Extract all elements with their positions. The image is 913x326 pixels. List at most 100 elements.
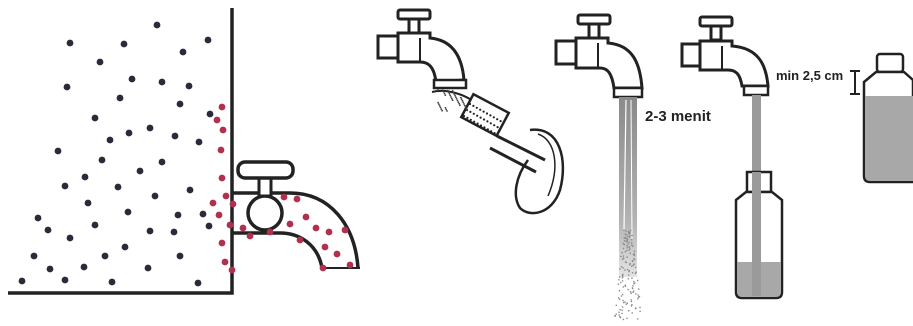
red-particle: [229, 267, 236, 274]
bristle-dot: [469, 111, 471, 113]
mist-dot: [633, 263, 635, 265]
red-particle: [218, 147, 225, 154]
bristle-dot: [479, 109, 481, 111]
mist-dot: [623, 257, 625, 259]
red-particle: [220, 127, 227, 134]
red-particle: [326, 229, 333, 236]
tap-stem: [409, 19, 419, 33]
mist-dot: [625, 284, 627, 286]
red-particle: [303, 214, 310, 221]
bristle-dot: [483, 111, 485, 113]
dark-particle: [115, 184, 122, 191]
mist-dot: [626, 250, 628, 252]
mist-dot: [628, 271, 630, 273]
mist-dot: [620, 256, 622, 258]
mist-dot: [618, 283, 620, 285]
mist-dot: [633, 253, 635, 255]
dark-particle: [159, 79, 166, 86]
tap-body-icon: [682, 41, 768, 86]
mist-dot: [638, 288, 640, 290]
mist-dot: [637, 294, 639, 296]
mist-dot: [625, 261, 627, 263]
spray-dot: [454, 95, 456, 97]
mist-dot: [622, 306, 624, 308]
dark-particle: [122, 244, 129, 251]
mist-dot: [634, 255, 636, 257]
red-particle: [342, 227, 349, 234]
dark-particle: [67, 235, 74, 242]
spray-dot: [446, 110, 448, 112]
dark-particle: [19, 278, 26, 285]
spray-dot: [449, 93, 451, 95]
dark-particle: [31, 253, 38, 260]
mist-dot: [631, 239, 633, 241]
brush-panel: [378, 10, 563, 213]
mist-dot: [631, 235, 633, 237]
mist-dot: [637, 280, 639, 282]
spray-dot: [459, 104, 461, 106]
red-particle: [267, 229, 274, 236]
mist-dot: [628, 274, 630, 276]
dark-particle: [35, 215, 42, 222]
dark-particle: [85, 200, 92, 207]
spray-dot: [466, 110, 468, 112]
spray-dot: [464, 105, 466, 107]
mist-dot: [635, 271, 637, 273]
mist-dot: [624, 301, 626, 303]
red-particle: [219, 175, 226, 182]
mist-dot: [633, 290, 635, 292]
spray-dot: [449, 95, 451, 97]
red-particle: [320, 265, 327, 272]
mist-dot: [632, 287, 634, 289]
bristle-dot: [473, 113, 475, 115]
spray-dot: [447, 90, 449, 92]
mist-dot: [631, 242, 633, 244]
mist-dot: [630, 291, 632, 293]
mist-dot: [633, 258, 635, 260]
spray-dot: [444, 94, 446, 96]
bristle-dot: [490, 122, 492, 124]
spray-dot: [462, 100, 464, 102]
mist-dot: [624, 240, 626, 242]
spray-dot: [455, 96, 457, 98]
red-particle: [313, 225, 320, 232]
mist-dot: [621, 266, 623, 268]
red-particle: [227, 222, 234, 229]
mist-dot: [618, 314, 620, 316]
dark-particle: [147, 228, 154, 235]
spray-dot: [462, 102, 464, 104]
bristle-dot: [470, 119, 472, 121]
red-particle: [222, 259, 229, 266]
spray-dot: [440, 107, 442, 109]
mist-dot: [621, 295, 623, 297]
mist-dot: [630, 293, 632, 295]
red-particle: [230, 201, 237, 208]
mist-dot: [625, 241, 627, 243]
tank-panel: [8, 8, 360, 293]
spray-dot: [456, 98, 458, 100]
mist-dot: [630, 299, 632, 301]
mist-dot: [627, 236, 629, 238]
bristle-dot: [500, 120, 502, 122]
bristle-dot: [493, 116, 495, 118]
mist-dot: [623, 255, 625, 257]
mist-dot: [620, 282, 622, 284]
mist-dot: [631, 301, 633, 303]
dark-particle: [99, 157, 106, 164]
mist-dot: [622, 294, 624, 296]
dark-particle: [81, 264, 88, 271]
headspace-label: min 2,5 cm: [776, 68, 843, 83]
dark-particle: [47, 266, 54, 273]
mist-dot: [632, 272, 634, 274]
dark-particle: [126, 130, 133, 137]
bristle-dot: [490, 130, 492, 132]
mist-dot: [626, 245, 628, 247]
dark-particle: [109, 279, 116, 286]
mist-dot: [622, 280, 624, 282]
mist-dot: [623, 302, 625, 304]
mist-dot: [616, 305, 618, 307]
spray-dot: [461, 98, 463, 100]
valve-handle-icon: [238, 162, 293, 178]
